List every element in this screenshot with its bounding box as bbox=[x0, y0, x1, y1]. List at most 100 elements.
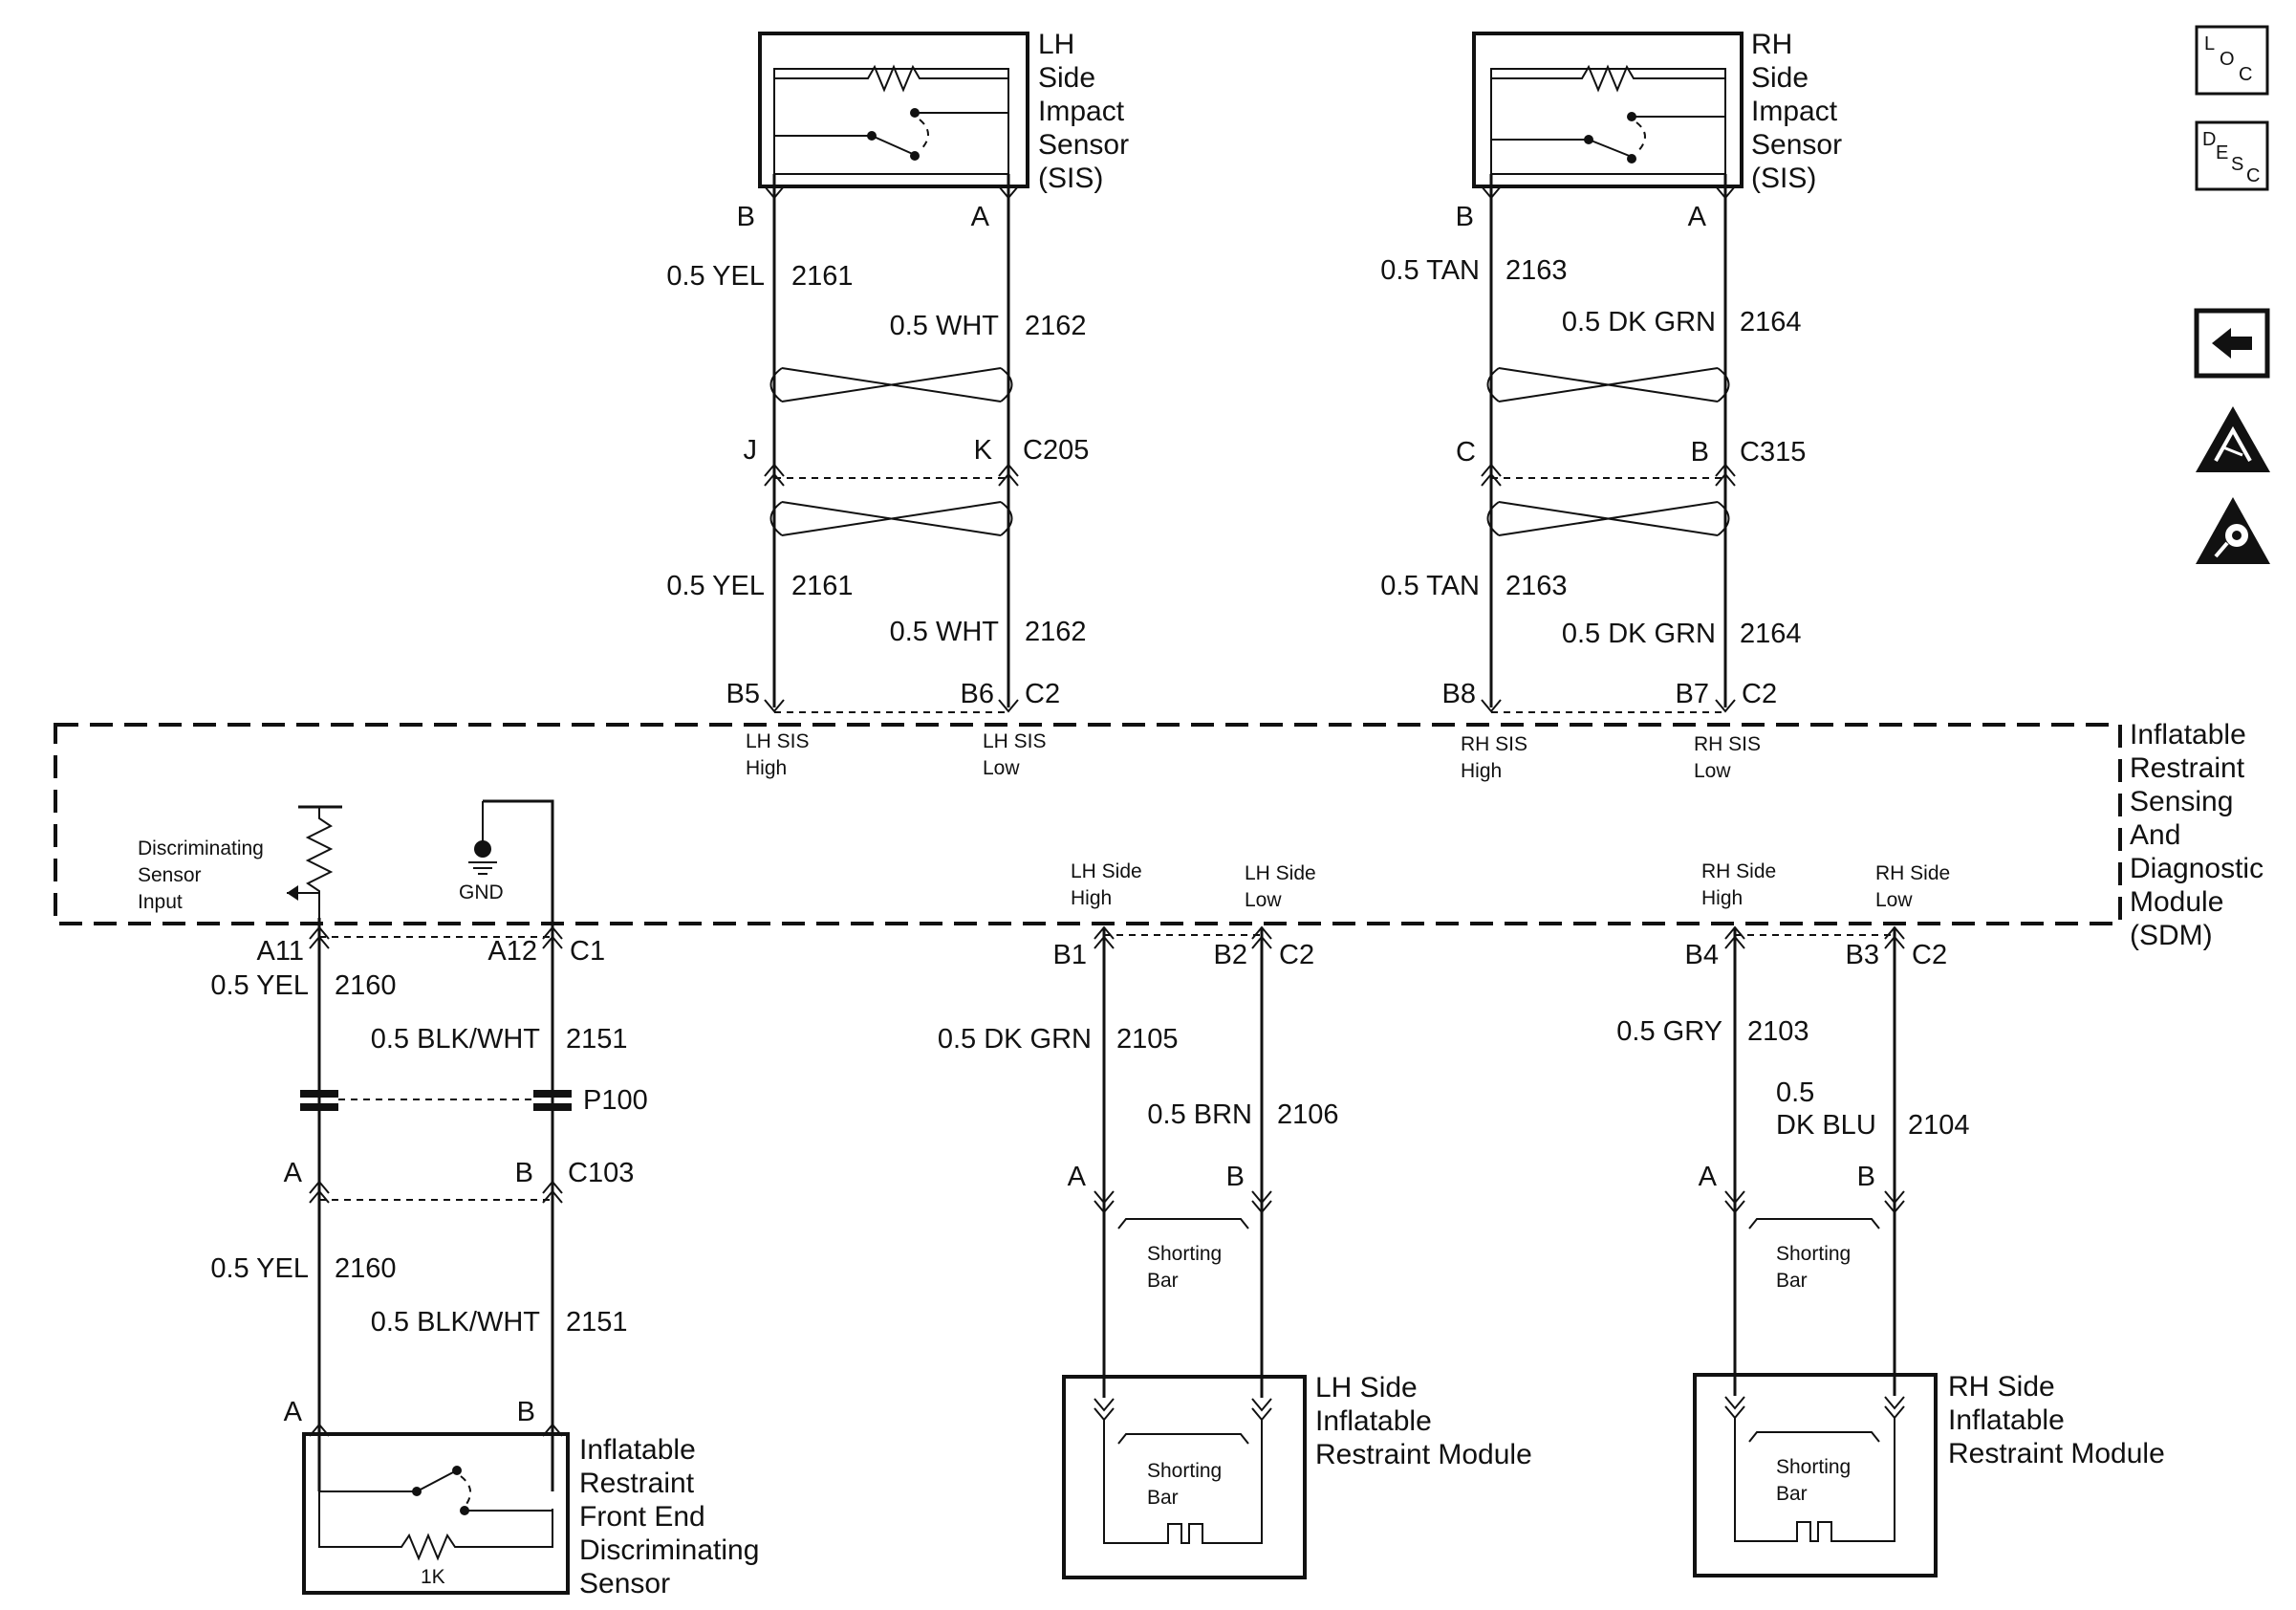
splice-icon bbox=[300, 1090, 572, 1111]
lh-shorting-bar-2: Bar bbox=[1147, 1270, 1179, 1292]
disc-wire-b-circuit-2: 2151 bbox=[566, 1307, 628, 1338]
lh-sis-high-wire-color-2: 0.5 YEL bbox=[666, 571, 765, 601]
resistor-icon bbox=[305, 807, 334, 918]
svg-text:LOC: LOC bbox=[2204, 33, 2252, 85]
connector-c205: C205 bbox=[1023, 435, 1089, 466]
disc-sensor-pin-a: A bbox=[284, 1397, 303, 1427]
lh-module-shorting-bar-1: Shorting bbox=[1147, 1460, 1222, 1482]
rh-sis-low-label-1: RH SIS bbox=[1694, 733, 1761, 755]
rh-module-high-circuit: 2103 bbox=[1747, 1016, 1809, 1047]
sdm-pin-b3: B3 bbox=[1846, 940, 1879, 970]
lh-side-high-label-2: High bbox=[1071, 887, 1112, 909]
lh-side-high-label-1: LH Side bbox=[1071, 860, 1142, 882]
lh-module-title-1: LH Side bbox=[1315, 1372, 1418, 1403]
rh-sis-low-wire-color-2: 0.5 DK GRN bbox=[1562, 619, 1716, 649]
rh-module-low-wire-color-2: DK BLU bbox=[1776, 1110, 1876, 1141]
rh-sis-high-label-2: High bbox=[1461, 760, 1502, 782]
disc-input-label-1: Discriminating bbox=[138, 838, 264, 859]
sdm-title-5: Diagnostic bbox=[2130, 853, 2264, 884]
lh-side-inflatable-restraint-module bbox=[1062, 1375, 1307, 1579]
loc-button[interactable]: LOC bbox=[2195, 25, 2269, 96]
rh-side-inflatable-restraint-module bbox=[1693, 1373, 1938, 1577]
disc-sensor-title-4: Discriminating bbox=[579, 1534, 759, 1566]
disc-input-label-3: Input bbox=[138, 891, 183, 913]
lh-sis-title-1: LH bbox=[1038, 29, 1074, 60]
rh-module-pin-b: B bbox=[1857, 1162, 1875, 1192]
lh-sis-low-circuit-2: 2162 bbox=[1025, 617, 1087, 647]
rh-sis-high-circuit-2: 2163 bbox=[1505, 571, 1568, 601]
loc-letter-c: C bbox=[2239, 64, 2252, 85]
svg-text:DESC: DESC bbox=[2202, 129, 2260, 186]
lh-sis-high-circuit-2: 2161 bbox=[791, 571, 854, 601]
lh-sis-high-circuit: 2161 bbox=[791, 261, 854, 292]
rh-side-low-label-2: Low bbox=[1875, 889, 1913, 911]
sdm-connector-c2-lh-side: C2 bbox=[1279, 940, 1314, 970]
desc-letter-e: E bbox=[2216, 142, 2228, 163]
rh-module-title-2: Inflatable bbox=[1948, 1404, 2065, 1436]
lh-module-low-wire-color: 0.5 BRN bbox=[1147, 1099, 1252, 1130]
resistor-icon bbox=[1491, 64, 1725, 93]
desc-button[interactable]: DESC bbox=[2195, 120, 2269, 191]
arrow-left-icon bbox=[287, 885, 298, 901]
svg-text:0.5DK BLU: 0.5DK BLU bbox=[1776, 1077, 1876, 1141]
esd-warning-icon bbox=[2196, 406, 2270, 472]
sdm-title-4: And bbox=[2130, 819, 2180, 851]
sdm-pin-b1: B1 bbox=[1053, 940, 1087, 970]
sdm-connector-c2-rh-side: C2 bbox=[1912, 940, 1947, 970]
lh-module-high-wire-color: 0.5 DK GRN bbox=[938, 1024, 1092, 1055]
disc-wire-b-color: 0.5 BLK/WHT bbox=[371, 1024, 541, 1055]
sdm-title-6: Module bbox=[2130, 886, 2223, 918]
rh-sis-wiring: B A 0.5 TAN 2163 0.5 DK GRN 2164 C B C31… bbox=[1380, 174, 1806, 782]
lh-sis-pin-a: A bbox=[971, 202, 990, 232]
rh-module-pin-a: A bbox=[1699, 1162, 1718, 1192]
desc-letter-s: S bbox=[2231, 154, 2243, 175]
sdm-pin-b7: B7 bbox=[1676, 679, 1709, 709]
sdm-connector-c2-lh-sis: C2 bbox=[1025, 679, 1060, 709]
rh-sis-title-1: RH bbox=[1751, 29, 1792, 60]
sdm-connector-c2-rh-sis: C2 bbox=[1742, 679, 1777, 709]
rh-sis-high-circuit: 2163 bbox=[1505, 255, 1568, 286]
loc-letter-o: O bbox=[2220, 49, 2235, 70]
rh-sis-low-circuit: 2164 bbox=[1740, 307, 1802, 337]
lh-sis-high-label-1: LH SIS bbox=[746, 730, 810, 752]
rh-sis-low-wire-color: 0.5 DK GRN bbox=[1562, 307, 1716, 337]
ground-icon bbox=[468, 801, 497, 875]
c103-pin-b: B bbox=[515, 1158, 533, 1188]
lh-sis-high-label-2: High bbox=[746, 757, 787, 779]
lh-module-shorting-bar-2: Bar bbox=[1147, 1487, 1179, 1509]
lh-sis-title-3: Impact bbox=[1038, 96, 1125, 127]
gnd-label: GND bbox=[459, 881, 504, 903]
back-arrow-icon[interactable] bbox=[2194, 308, 2270, 379]
rh-sis-pin-b: B bbox=[1456, 202, 1474, 232]
sdm-title-3: Sensing bbox=[2130, 786, 2233, 817]
rh-module-low-wire-color-1: 0.5 bbox=[1776, 1077, 1814, 1108]
c205-pin-k: K bbox=[974, 435, 993, 466]
c205-pin-j: J bbox=[744, 435, 758, 466]
disc-wire-a-circuit: 2160 bbox=[335, 970, 397, 1001]
twisted-pair-icon bbox=[1486, 501, 1730, 536]
rh-module-title-3: Restraint Module bbox=[1948, 1438, 2165, 1469]
rh-sis-title-3: Impact bbox=[1751, 96, 1838, 127]
rh-shorting-bar-1: Shorting bbox=[1776, 1243, 1851, 1265]
lh-module-high-circuit: 2105 bbox=[1116, 1024, 1179, 1055]
desc-letter-d: D bbox=[2202, 129, 2216, 150]
disc-sensor-title-1: Inflatable bbox=[579, 1434, 696, 1466]
sdm-pin-b8: B8 bbox=[1442, 679, 1476, 709]
